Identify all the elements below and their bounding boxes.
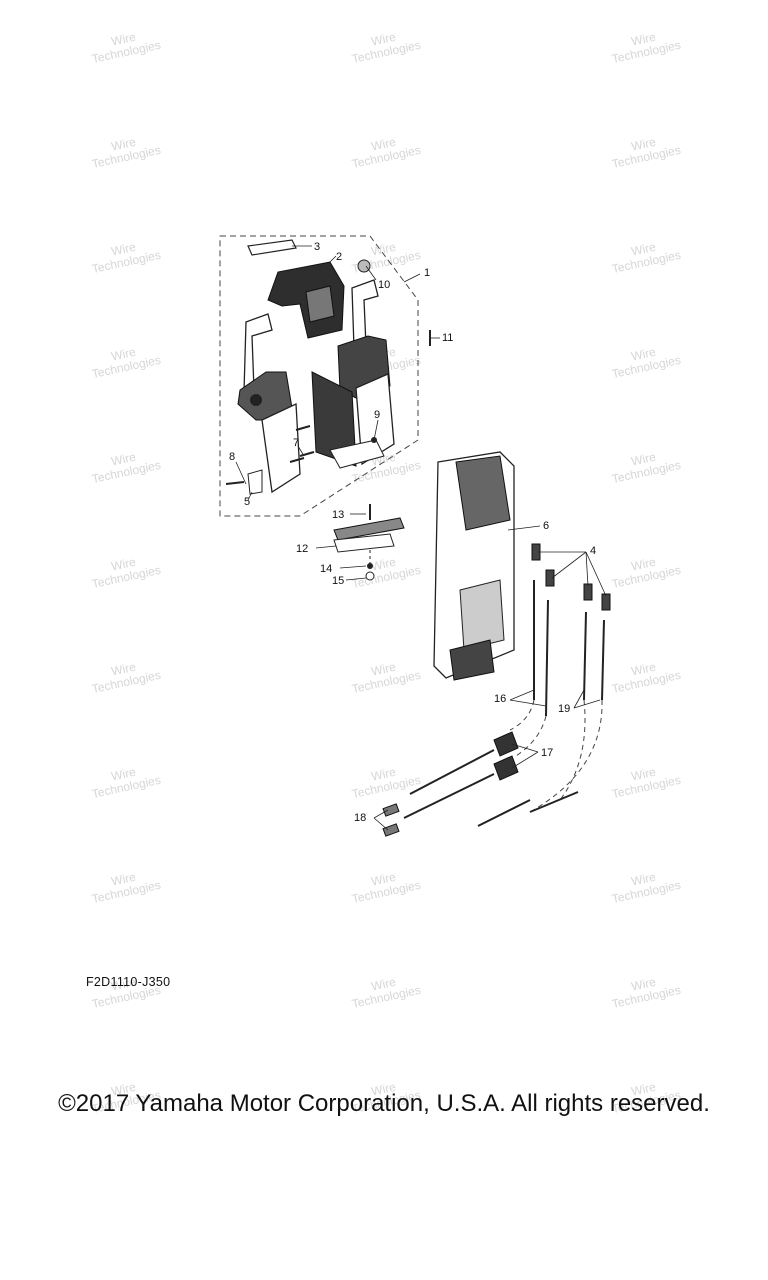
callout-9: 9 xyxy=(374,409,380,421)
part-4-joints xyxy=(531,543,611,611)
callout-18: 18 xyxy=(354,812,366,824)
callout-12: 12 xyxy=(296,543,308,555)
callout-6: 6 xyxy=(543,520,549,532)
copyright-notice: ©2017 Yamaha Motor Corporation, U.S.A. A… xyxy=(58,1090,710,1117)
callout-4: 4 xyxy=(590,545,596,557)
part-18-ends xyxy=(382,803,400,837)
cable-dashed-paths xyxy=(509,699,603,813)
horizontal-cables xyxy=(403,749,579,827)
figure-code: F2D1110-J350 xyxy=(86,975,171,989)
callout-labels: 3 2 1 10 11 9 7 8 5 13 6 12 4 14 15 16 1… xyxy=(229,241,596,824)
right-lever xyxy=(311,279,395,469)
gasket-assembly xyxy=(333,504,405,581)
callout-5: 5 xyxy=(244,496,250,508)
callout-14: 14 xyxy=(320,563,332,575)
callout-10: 10 xyxy=(378,279,390,291)
vertical-cables xyxy=(533,580,605,717)
callout-7: 7 xyxy=(293,437,299,449)
callout-17: 17 xyxy=(541,747,553,759)
callout-2: 2 xyxy=(336,251,342,263)
part-3-plate xyxy=(247,239,297,256)
part-10-washer xyxy=(357,259,371,273)
callout-8: 8 xyxy=(229,451,235,463)
callout-15: 15 xyxy=(332,575,344,587)
assembly-boundary xyxy=(219,235,419,517)
left-lever xyxy=(237,313,301,494)
leader-lines xyxy=(235,245,607,831)
callout-11: 11 xyxy=(442,332,453,344)
part-17-drums xyxy=(493,731,519,781)
callout-1: 1 xyxy=(424,267,430,279)
callout-3: 3 xyxy=(314,241,320,253)
callout-13: 13 xyxy=(332,509,344,521)
part-2-cover xyxy=(267,261,345,339)
part-6-housing xyxy=(433,451,515,681)
callout-16: 16 xyxy=(494,693,506,705)
callout-19: 19 xyxy=(558,703,570,715)
